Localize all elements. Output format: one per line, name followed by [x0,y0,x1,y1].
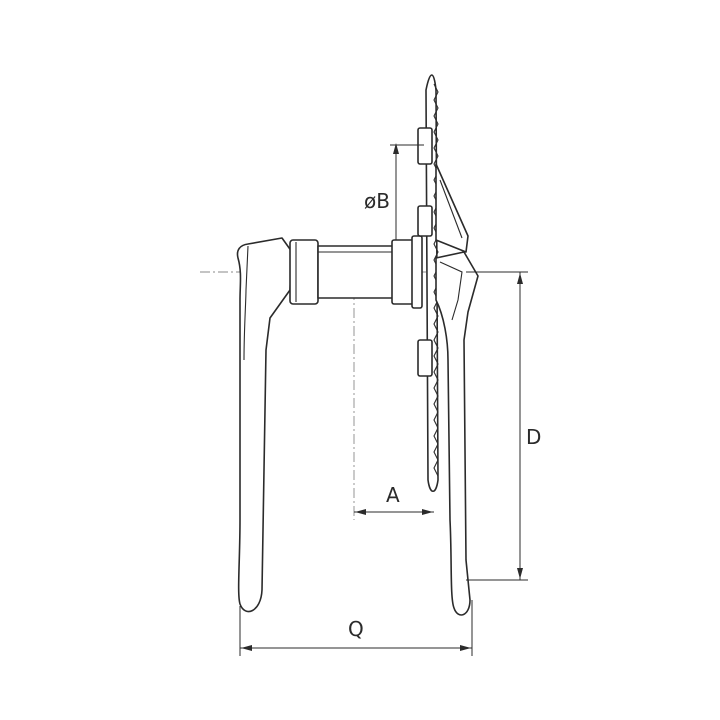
chainring-bolt-middle [417,205,433,237]
dim-d-arrow-top [517,273,523,284]
chainring-bolt-upper [417,127,433,165]
dim-a-arrow-right [422,509,433,515]
left-crank-arm-edge [243,245,249,361]
dim-a-arrow-left [355,509,366,515]
dim-b-arrow [393,143,399,154]
dim-q-arrow-right [460,645,471,651]
left-crank-arm [236,237,293,613]
dim-q-label: Q [348,617,364,641]
dim-q-arrow-left [241,645,252,651]
right-crank-arm [435,251,479,616]
spider-detail [439,179,463,239]
right-crank-arm-edge [439,261,463,321]
left-crank-bolt-cap [289,239,319,305]
spindle [317,245,395,299]
bearing-flange [411,235,423,309]
dim-b-label: øB [364,189,390,213]
dim-d-arrow-bottom [517,568,523,579]
bearing-cup [391,239,415,305]
chainring-bolt-lower [417,339,433,377]
dim-a-label: A [386,483,400,507]
dim-d-label: D [526,425,541,449]
spider-arm [435,163,469,253]
